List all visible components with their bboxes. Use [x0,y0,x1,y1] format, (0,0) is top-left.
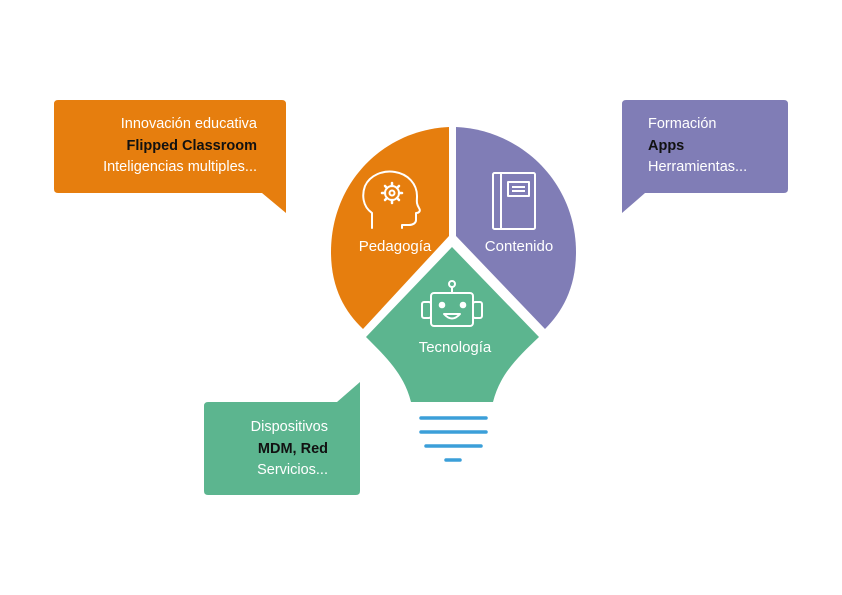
bubble-contenido: Formación Apps Herramientas... [648,114,788,179]
head-gear-icon [362,170,421,229]
bulb-base-lines [419,416,488,462]
segment-label-contenido: Contenido [484,238,554,255]
bubble-contenido-line-3: Herramientas... [648,159,748,175]
bubble-tecnologia-line-1: Dispositivos [250,419,328,435]
bubble-pedagogia-line-2: Flipped Classroom [126,137,257,154]
bubble-pedagogia-shape [54,100,286,213]
bubble-tecnologia-line-3: Servicios... [257,462,328,478]
bubble-contenido-line-1: Formación [648,116,717,132]
bubble-pedagogia: Innovación educativa Flipped Classroom I… [54,114,257,179]
bubble-tecnologia-line-2: MDM, Red [257,440,328,457]
segment-label-pedagogia: Pedagogía [358,238,432,255]
segment-label-tecnologia: Tecnología [418,339,492,356]
bubble-tecnologia-shape [204,382,360,495]
bubble-pedagogia-line-3: Inteligencias multiples... [103,159,257,175]
bubble-pedagogia-line-1: Innovación educativa [120,116,257,132]
bubble-contenido-line-2: Apps [648,137,685,154]
book-icon [492,172,536,230]
bubble-tecnologia: Dispositivos MDM, Red Servicios... [206,417,328,482]
robot-icon [421,280,483,327]
bubble-contenido-shape [622,100,788,213]
segment-tecnologia-shape [366,247,539,402]
segment-pedagogia-shape [331,127,449,329]
